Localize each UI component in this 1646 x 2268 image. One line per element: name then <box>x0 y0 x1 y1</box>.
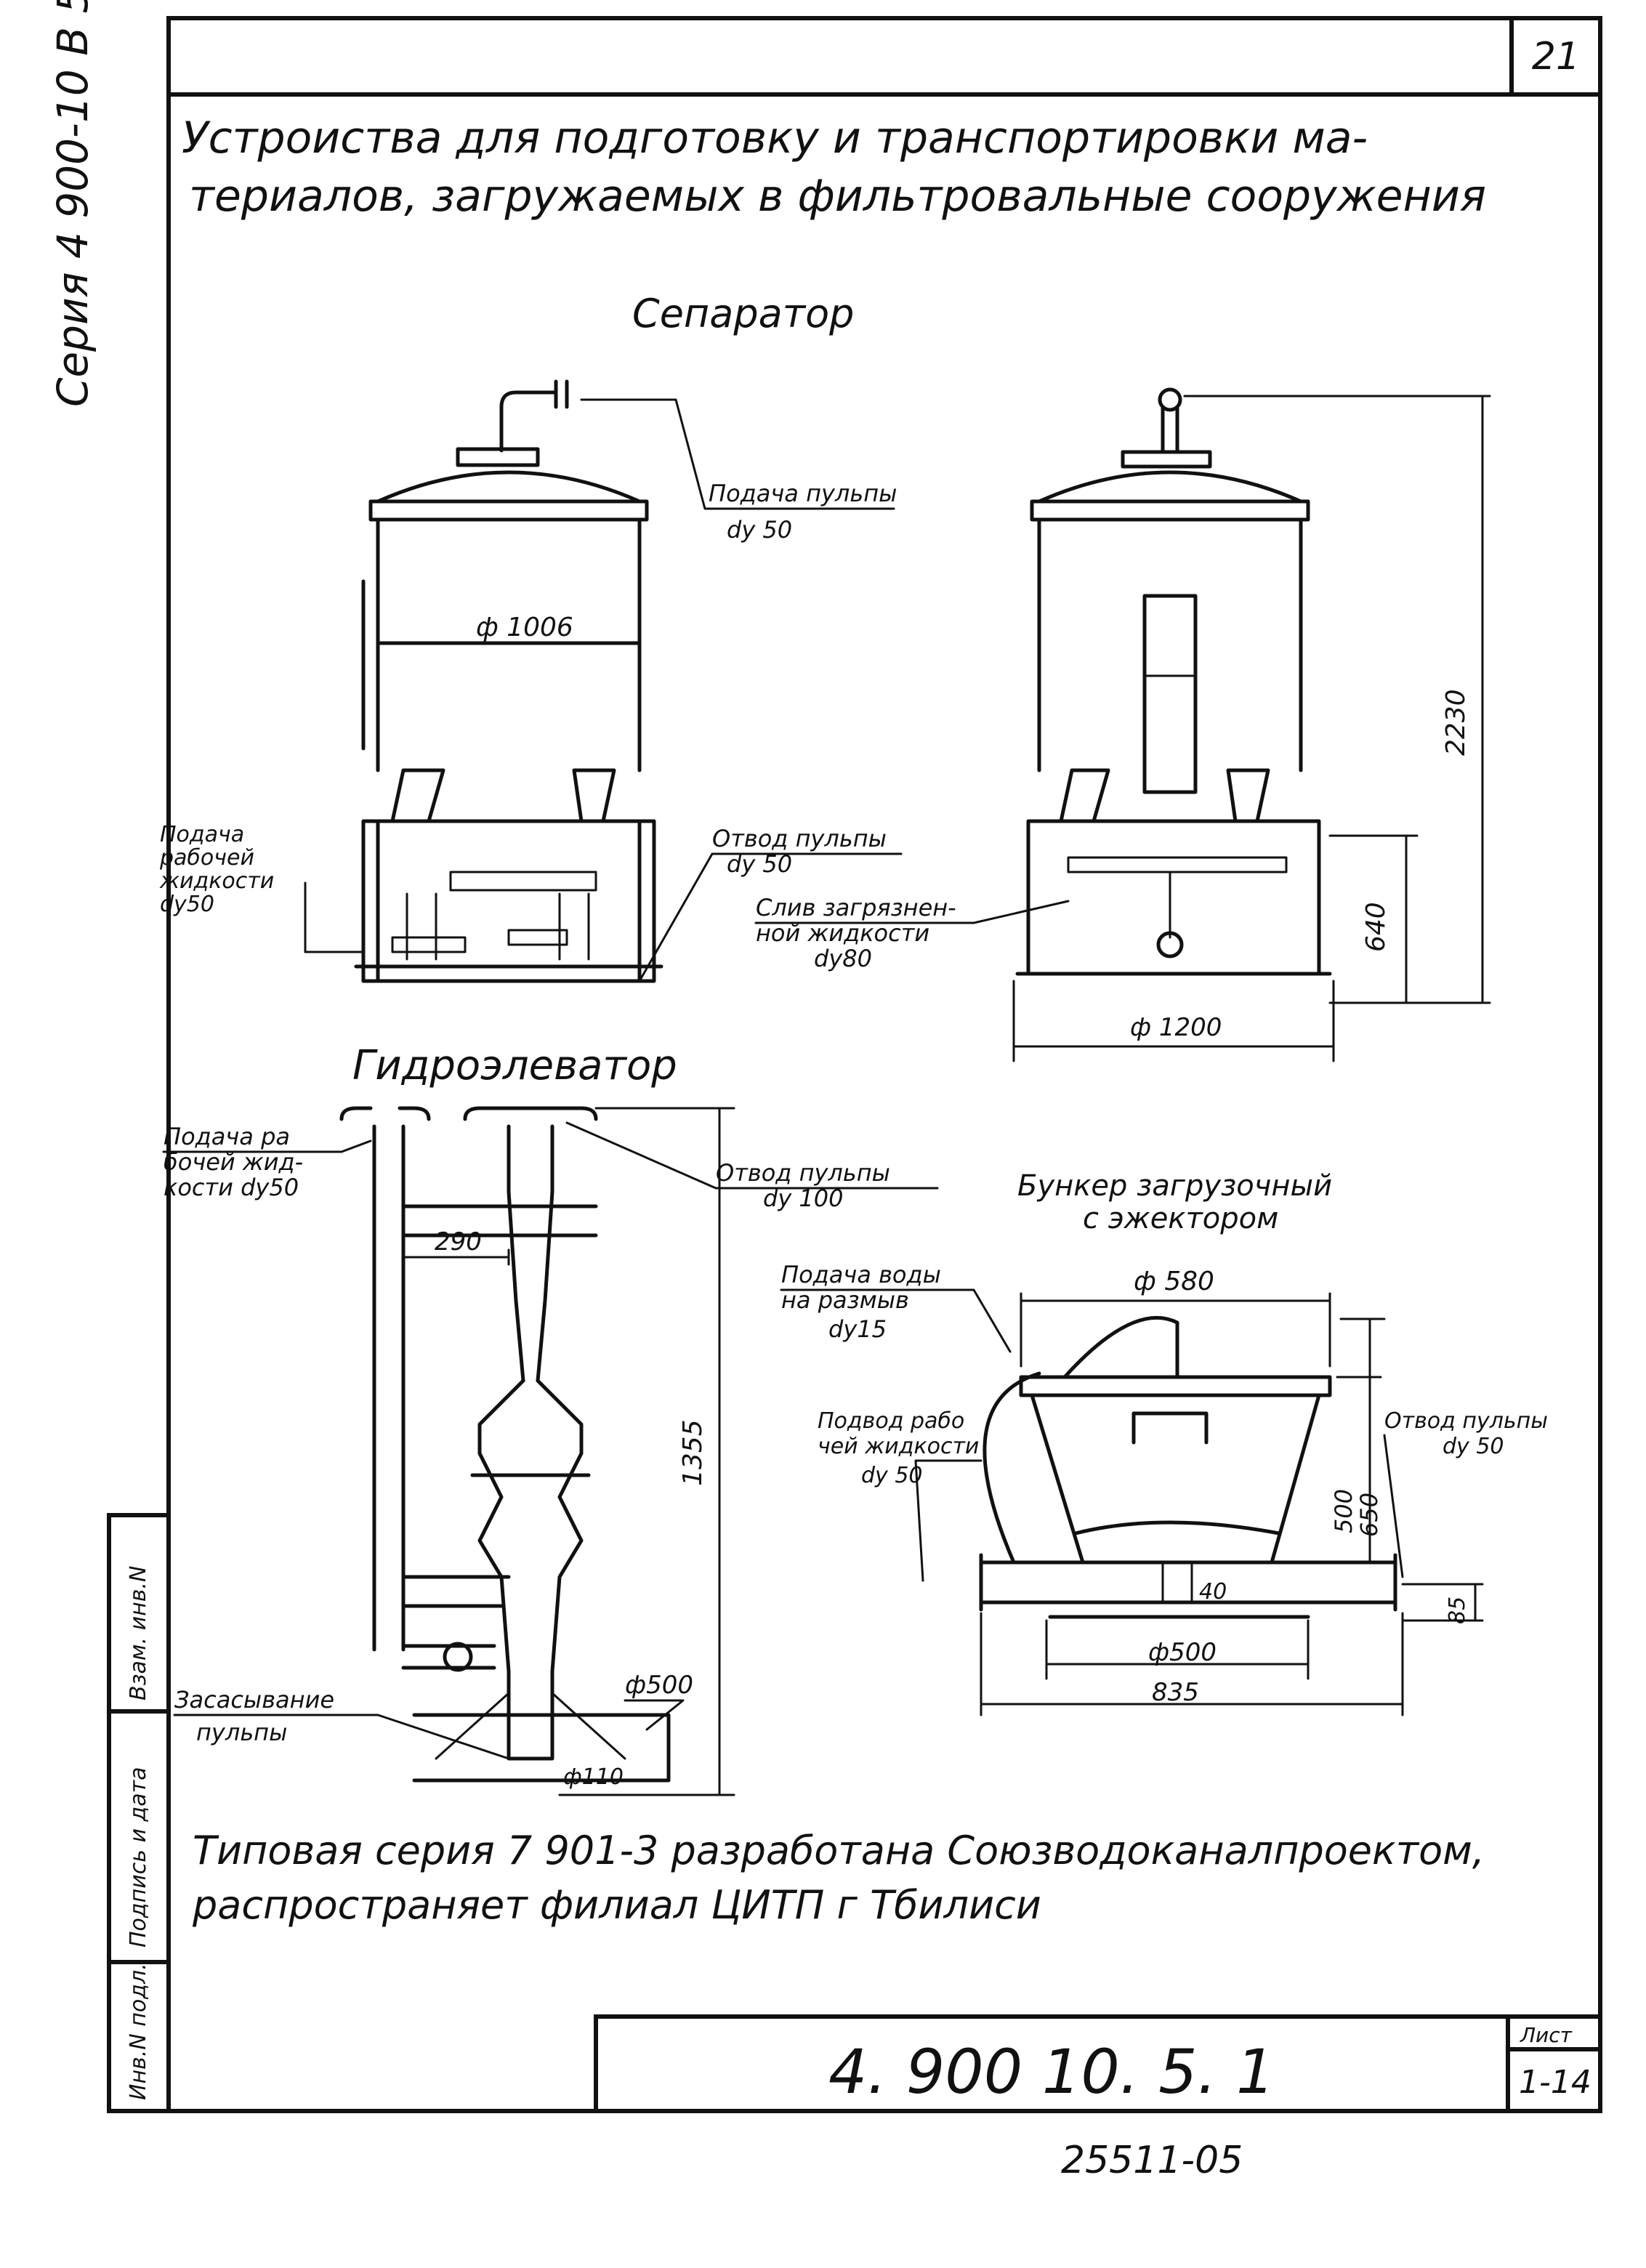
bunker-work-label-2: чей жидкости <box>818 1434 979 1459</box>
separator-feed-leader <box>580 398 895 510</box>
ejector-suction-label-2: пульпы <box>196 1719 287 1746</box>
bunker-water-label-1: Подача воды <box>781 1261 941 1288</box>
separator-dim-width: ф 1200 <box>1130 1013 1222 1042</box>
bunker-drawing <box>979 1315 1397 1619</box>
sheet-number-top: 21 <box>1532 35 1580 78</box>
separator-work-label-3: жидкости <box>159 868 274 894</box>
ejector-drawing <box>339 1106 671 1783</box>
bunker-work-label-1: Подвод рабо <box>818 1408 964 1434</box>
side-label-sign: Подпись и дата <box>126 1767 151 1948</box>
bunker-dim-500-w: ф500 <box>1148 1638 1217 1667</box>
stamp-number: 25511-05 <box>1061 2139 1243 2182</box>
separator-feed-label-1: Подача пульпы <box>709 480 897 507</box>
side-label-replace: Взам. инв.N <box>126 1566 151 1700</box>
title-line-2: териалов, загружаемых в фильтровальные с… <box>189 171 1486 222</box>
series-margin-text: Серия 4 900-10 В 5 <box>48 0 97 407</box>
separator-work-label-4: dу50 <box>160 892 214 917</box>
ejector-out-label-1: Отвод пульпы <box>716 1159 890 1187</box>
title-block <box>594 2014 1600 2111</box>
separator-drain-label-1: Слив загрязнен- <box>756 894 956 921</box>
bunker-work-label-3: dу 50 <box>861 1463 923 1488</box>
sheet-value: 1-14 <box>1519 2064 1591 2101</box>
separator-feed-label-2: dу 50 <box>727 516 792 544</box>
bunker-water-label-3: dу15 <box>828 1315 887 1343</box>
footer-line-2: распространяет филиал ЦИТП г Тбилиси <box>192 1882 1041 1928</box>
ejector-dim-1355: 1355 <box>678 1419 708 1486</box>
separator-title: Сепаратор <box>632 291 854 336</box>
side-label-inv: Инв.N подл. <box>126 1963 151 2100</box>
separator-dim-height: 2230 <box>1441 689 1471 756</box>
bunker-dim-580: ф 580 <box>1134 1267 1214 1296</box>
sheet-label: Лист <box>1520 2023 1573 2047</box>
side-stamp <box>107 1513 171 2113</box>
title-line-1: Устроиства для подготовку и транспортиро… <box>182 113 1368 164</box>
separator-work-label-2: рабочей <box>159 845 254 871</box>
ejector-dim-110: ф110 <box>563 1764 624 1790</box>
ejector-suction-label-1: Засасывание <box>174 1686 334 1714</box>
ejector-dim-290: 290 <box>435 1227 482 1256</box>
ejector-title: Гидроэлеватор <box>352 1042 677 1089</box>
separator-diameter-label: ф 1006 <box>476 613 573 642</box>
bunker-dim-40: 40 <box>1199 1579 1227 1605</box>
ejector-feed-label-3: кости dу50 <box>164 1174 299 1201</box>
separator-front-view <box>304 379 663 983</box>
document-code: 4. 900 10. 5. 1 <box>828 2036 1275 2107</box>
separator-side-view <box>1015 387 1332 976</box>
bunker-title-1: Бункер загрузочный <box>1017 1169 1332 1203</box>
footer-line-1: Типовая серия 7 901-3 разработана Союзво… <box>193 1828 1485 1873</box>
separator-dim-base: 640 <box>1361 902 1391 952</box>
bunker-dim-500-h: 500 <box>1330 1489 1357 1533</box>
separator-work-label-1: Подача <box>160 822 244 847</box>
separator-drain-label-3: dу80 <box>814 945 872 972</box>
outer-frame <box>166 16 1602 2113</box>
separator-out-label-1: Отвод пульпы <box>712 825 887 852</box>
sheet-no-box <box>1509 16 1602 97</box>
bunker-dim-650: 650 <box>1355 1493 1383 1537</box>
bunker-dim-835: 835 <box>1152 1678 1199 1707</box>
ejector-feed-label-1: Подача ра <box>164 1123 290 1150</box>
bunker-title-2: с эжектором <box>1083 1202 1278 1235</box>
bunker-out-label-2: dу 50 <box>1443 1434 1504 1459</box>
ejector-dim-500: ф500 <box>625 1671 693 1700</box>
bunker-dim-85: 85 <box>1445 1597 1470 1624</box>
bunker-out-label-1: Отвод пульпы <box>1384 1408 1548 1434</box>
